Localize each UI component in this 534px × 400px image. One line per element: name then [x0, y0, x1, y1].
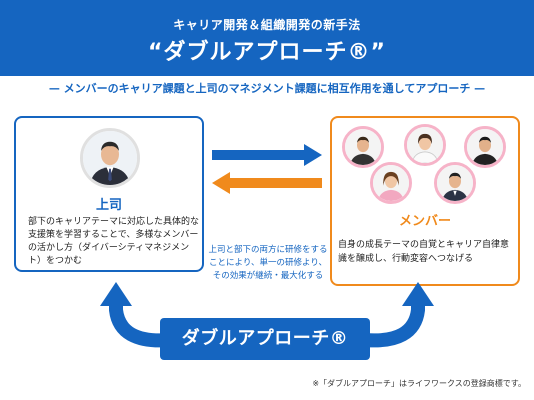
member-title: メンバー: [398, 214, 451, 229]
member-avatar-icon: [342, 126, 384, 168]
member-description: 自身の成長テーマの自覚とキャリア自律意識を醸成し、行動変容へつなげる: [338, 240, 510, 264]
header-banner: キャリア開発＆組織開発の新手法 “ダブルアプローチ®”: [0, 0, 534, 76]
header-title: “ダブルアプローチ®”: [148, 40, 386, 65]
tagline: — メンバーのキャリア課題と上司のマネジメント課題に相互作用を通してアプローチ …: [48, 82, 486, 95]
boss-description: 部下のキャリアテーマに対応した具体的な支援策を学習することで、多様なメンバーの活…: [28, 217, 200, 266]
trademark-footnote: ※「ダブルアプローチ」はライフワークスの登録商標です。: [312, 379, 526, 388]
member-avatar-icon: [370, 162, 412, 204]
double-approach-badge: ダブルアプローチ®: [160, 318, 370, 360]
member-card: メンバー 自身の成長テーマの自覚とキャリア自律意識を醸成し、行動変容へつなげる: [330, 116, 520, 286]
exchange-arrows: [212, 144, 322, 194]
arrow-left-icon: [212, 172, 322, 194]
member-avatar-icon: [464, 126, 506, 168]
boss-avatar-icon: [80, 128, 140, 188]
boss-title: 上司: [95, 198, 122, 213]
boss-card: 上司 部下のキャリアテーマに対応した具体的な支援策を学習することで、多様なメンバ…: [14, 116, 204, 272]
member-avatar-icon: [404, 124, 446, 166]
arrow-right-icon: [212, 144, 322, 166]
member-avatar-icon: [434, 162, 476, 204]
center-explanation: 上司と部下の両方に研修をすることにより、単一の研修より、その効果が継続・最大化す…: [208, 245, 328, 281]
curved-arrow-icon: [100, 282, 434, 348]
header-subtitle: キャリア開発＆組織開発の新手法: [173, 18, 361, 32]
